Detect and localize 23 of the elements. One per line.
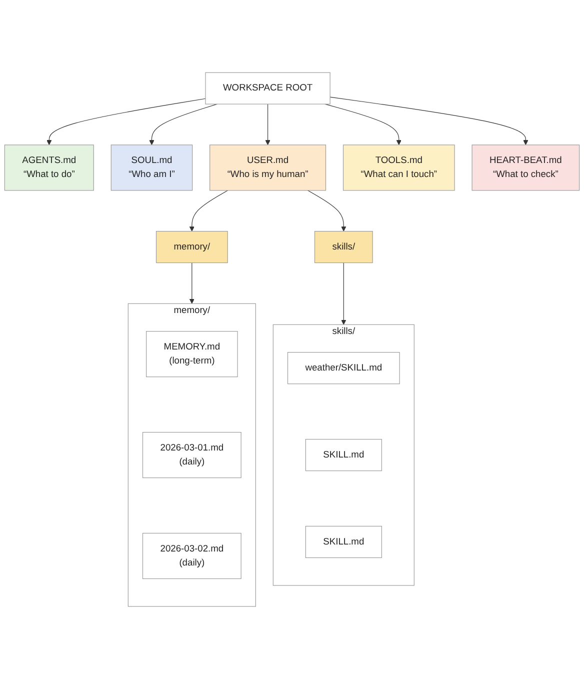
arrow [324, 104, 402, 146]
arrow [330, 96, 528, 146]
node-box: SOUL.md “Who am I” [110, 144, 193, 191]
arrow [341, 262, 346, 325]
arrow [149, 104, 218, 146]
arrow [265, 104, 270, 146]
node-box: WORKSPACE ROOT [205, 72, 330, 104]
node-box: 2026-03-01.md (daily) [142, 432, 242, 478]
arrow [189, 190, 228, 232]
node-box: AGENTS.md “What to do” [4, 144, 94, 191]
arrow [189, 262, 194, 304]
node-box: SKILL.md [305, 438, 382, 472]
node-box: TOOLS.md “What can I touch” [342, 144, 455, 191]
node-box: skills/ [314, 230, 373, 264]
node-box: USER.md “Who is my human” [210, 144, 326, 191]
node-box: memory/ [156, 230, 228, 264]
node-box: HEART-BEAT.md “What to check” [472, 144, 580, 191]
node-box: 2026-03-02.md (daily) [142, 532, 242, 580]
node-box: MEMORY.md (long-term) [146, 331, 238, 378]
arrow [307, 190, 346, 232]
node-box: SKILL.md [305, 526, 382, 558]
node-box: weather/SKILL.md [287, 352, 400, 384]
arrow [46, 98, 206, 146]
